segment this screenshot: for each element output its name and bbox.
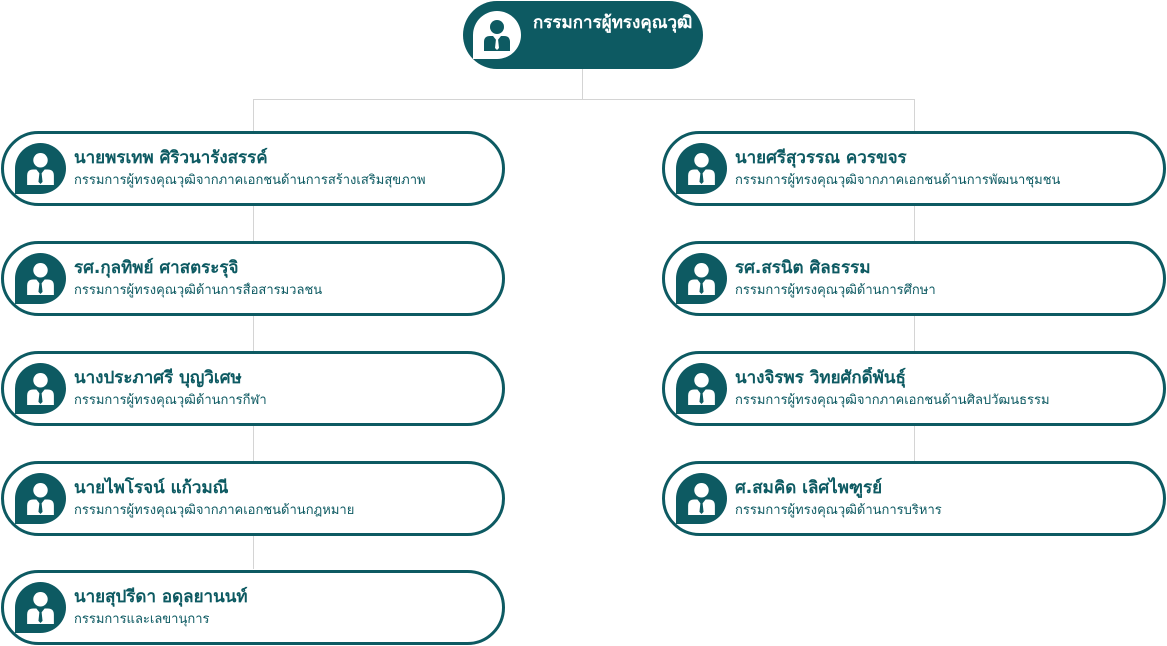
connector-left-vertical	[253, 99, 254, 569]
connector-root-vertical	[582, 69, 583, 100]
member-card: รศ.กุลทิพย์ ศาสตระรุจิ กรรมการผู้ทรงคุณว…	[1, 241, 505, 316]
member-role: กรรมการผู้ทรงคุณวุฒิจากภาคเอกชนด้านกฎหมา…	[74, 503, 355, 518]
member-role: กรรมการและเลขานุการ	[74, 612, 210, 627]
member-name: นายศรีสุวรรณ ควรขจร	[735, 148, 907, 168]
person-icon	[676, 143, 727, 194]
member-name: นายไพโรจน์ แก้วมณี	[74, 478, 229, 498]
member-role: กรรมการผู้ทรงคุณวุฒิจากภาคเอกชนด้านศิลปว…	[735, 393, 1050, 408]
member-card: นายไพโรจน์ แก้วมณี กรรมการผู้ทรงคุณวุฒิจ…	[1, 461, 505, 536]
member-role: กรรมการผู้ทรงคุณวุฒิด้านการบริหาร	[735, 503, 942, 518]
member-name: นางจิรพร วิทยศักดิ์พันธุ์	[735, 368, 906, 388]
person-icon	[15, 473, 66, 524]
root-node: กรรมการผู้ทรงคุณวุฒิ	[463, 1, 703, 69]
member-role: กรรมการผู้ทรงคุณวุฒิด้านการศึกษา	[735, 283, 936, 298]
member-name: นายพรเทพ ศิริวนารังสรรค์	[74, 148, 268, 168]
member-card: ศ.สมคิด เลิศไพฑูรย์ กรรมการผู้ทรงคุณวุฒิ…	[662, 461, 1166, 536]
member-card: นางประภาศรี บุญวิเศษ กรรมการผู้ทรงคุณวุฒ…	[1, 351, 505, 426]
person-icon	[676, 253, 727, 304]
member-name: รศ.สรนิต ศิลธรรม	[735, 258, 871, 278]
root-title: กรรมการผู้ทรงคุณวุฒิ	[533, 13, 693, 33]
member-name: รศ.กุลทิพย์ ศาสตระรุจิ	[74, 258, 239, 278]
member-name: ศ.สมคิด เลิศไพฑูรย์	[735, 478, 883, 498]
member-name: นางประภาศรี บุญวิเศษ	[74, 368, 242, 388]
member-card: รศ.สรนิต ศิลธรรม กรรมการผู้ทรงคุณวุฒิด้า…	[662, 241, 1166, 316]
person-icon	[15, 582, 66, 633]
member-card: นายสุปรีดา อดุลยานนท์ กรรมการและเลขานุกา…	[1, 570, 505, 645]
member-role: กรรมการผู้ทรงคุณวุฒิด้านการสื่อสารมวลชน	[74, 283, 323, 298]
member-role: กรรมการผู้ทรงคุณวุฒิจากภาคเอกชนด้านการพั…	[735, 173, 1061, 188]
person-icon	[15, 363, 66, 414]
member-card: นายพรเทพ ศิริวนารังสรรค์ กรรมการผู้ทรงคุ…	[1, 131, 505, 206]
person-icon	[676, 363, 727, 414]
member-role: กรรมการผู้ทรงคุณวุฒิด้านการกีฬา	[74, 393, 267, 408]
member-card: นายศรีสุวรรณ ควรขจร กรรมการผู้ทรงคุณวุฒิ…	[662, 131, 1166, 206]
member-name: นายสุปรีดา อดุลยานนท์	[74, 587, 248, 607]
member-role: กรรมการผู้ทรงคุณวุฒิจากภาคเอกชนด้านการสร…	[74, 173, 426, 188]
member-card: นางจิรพร วิทยศักดิ์พันธุ์ กรรมการผู้ทรงค…	[662, 351, 1166, 426]
person-icon	[15, 253, 66, 304]
connector-horizontal	[253, 99, 915, 100]
person-icon	[676, 473, 727, 524]
person-icon	[473, 11, 521, 59]
person-icon	[15, 143, 66, 194]
